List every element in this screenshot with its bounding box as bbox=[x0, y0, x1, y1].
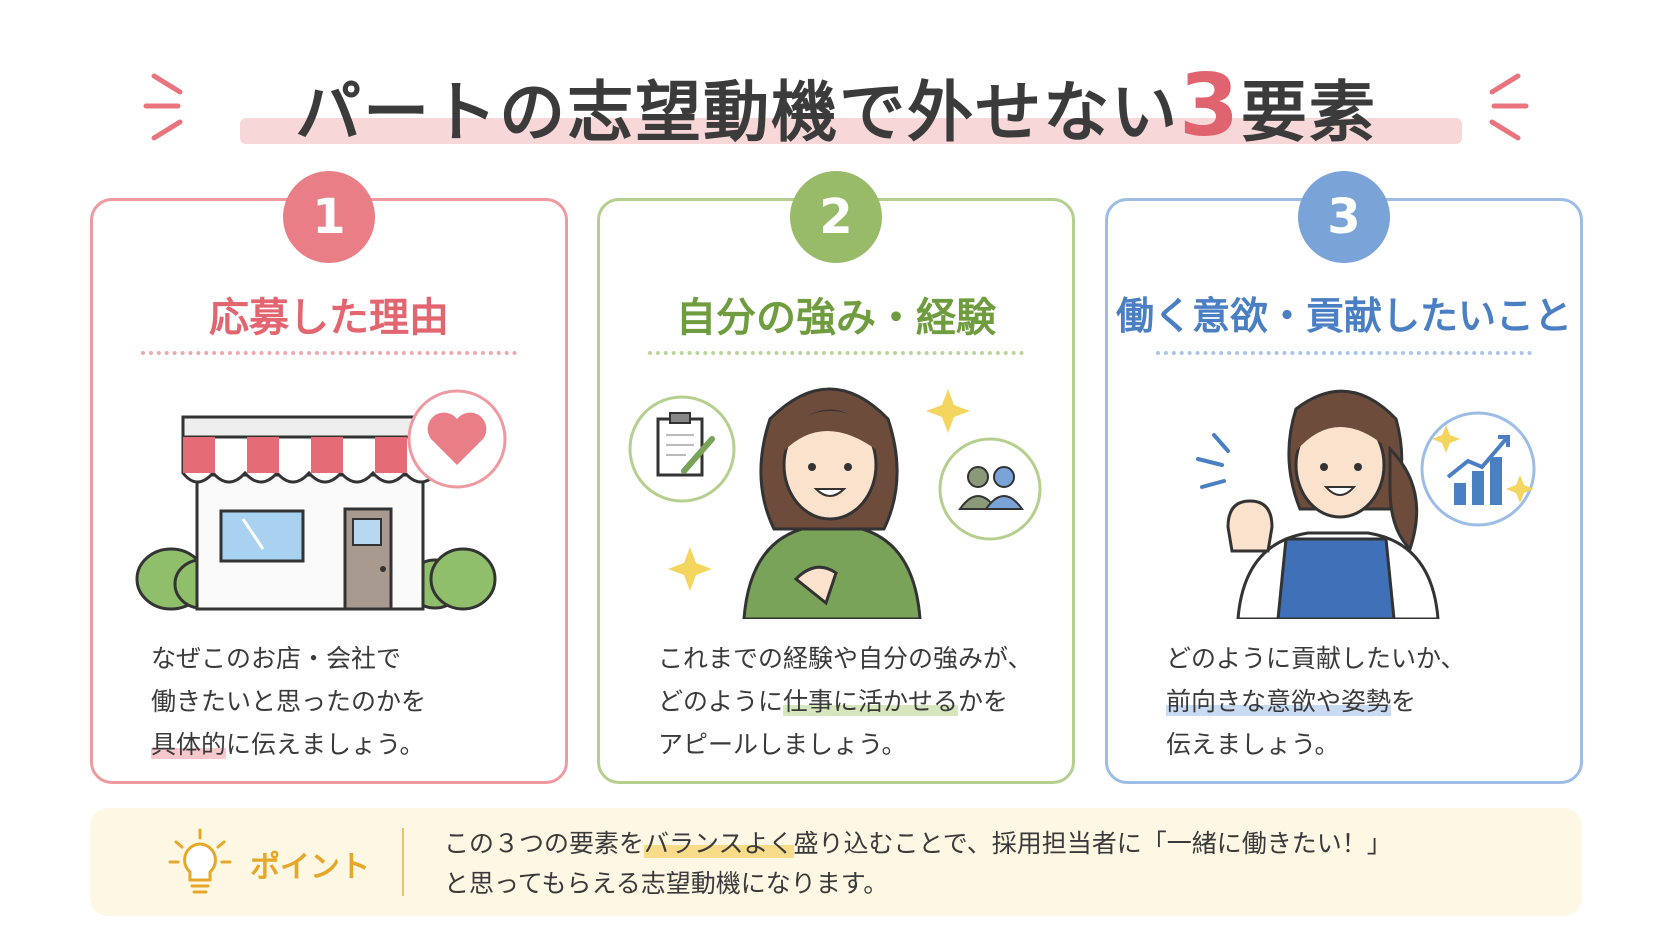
card-body-line: 前向きな意欲や姿勢を bbox=[1166, 687, 1417, 716]
clipboard-bubble-icon bbox=[628, 395, 736, 503]
card-body-line: 具体的に伝えましょう。 bbox=[151, 730, 425, 759]
worker-figure-icon bbox=[1226, 389, 1440, 619]
burst-left-icon bbox=[143, 73, 183, 141]
card-title: 働く意欲・貢献したいこと bbox=[1115, 294, 1572, 338]
burst-right-icon bbox=[1489, 73, 1529, 141]
chart-bubble-icon bbox=[1420, 411, 1536, 527]
card-body-line: どのように仕事に活かせるかを bbox=[658, 687, 1009, 716]
heart-bubble-icon bbox=[407, 389, 507, 489]
title-suffix: 要素 bbox=[1240, 74, 1377, 151]
dotted-divider bbox=[1156, 351, 1532, 355]
woman-figure-icon bbox=[742, 387, 922, 619]
card-body-line: なぜこのお店・会社で bbox=[151, 644, 402, 673]
card-body-line: アピールしましょう。 bbox=[658, 730, 907, 759]
point-banner: ポイント この３つの要素をバランスよく盛り込むことで、採用担当者に「一緒に働きた… bbox=[90, 808, 1582, 916]
card-motivation: 3 働く意欲・貢献したいこと bbox=[1105, 171, 1583, 784]
title-area: パートの志望動機で外せない3要素 bbox=[0, 48, 1672, 158]
card-strength: 2 自分の強み・経験 bbox=[597, 171, 1075, 784]
card-title: 自分の強み・経験 bbox=[676, 295, 996, 341]
card-number-badge: 2 bbox=[790, 171, 882, 263]
point-line: この３つの要素をバランスよく盛り込むことで、採用担当者に「一緒に働きたい！」 bbox=[444, 829, 1392, 858]
highlight-text: 前向きな意欲や姿勢 bbox=[1166, 687, 1392, 716]
dotted-divider bbox=[141, 351, 517, 355]
woman-illustration bbox=[628, 387, 1042, 619]
page-title: パートの志望動機で外せない3要素 bbox=[0, 56, 1672, 156]
shop-icon bbox=[181, 415, 439, 611]
people-bubble-icon bbox=[938, 437, 1042, 541]
point-line: と思ってもらえる志望動機になります。 bbox=[444, 869, 889, 898]
card-number-badge: 1 bbox=[283, 171, 375, 263]
title-number: 3 bbox=[1179, 56, 1241, 156]
point-divider bbox=[402, 828, 404, 896]
highlight-text: 具体的 bbox=[151, 730, 227, 759]
sparkle-icon bbox=[668, 389, 970, 591]
card-body: どのように貢献したいか、 前向きな意欲や姿勢を 伝えましょう。 bbox=[1166, 637, 1566, 766]
point-text: この３つの要素をバランスよく盛り込むことで、採用担当者に「一緒に働きたい！」 と… bbox=[444, 824, 1392, 904]
card-body-line: 働きたいと思ったのかを bbox=[151, 687, 427, 716]
card-body: これまでの経験や自分の強みが、 どのように仕事に活かせるかを アピールしましょう… bbox=[658, 637, 1058, 766]
worker-illustration bbox=[1196, 389, 1536, 619]
card-body-line: これまでの経験や自分の強みが、 bbox=[658, 644, 1033, 673]
title-underline-band bbox=[240, 118, 1462, 144]
card-body: なぜこのお店・会社で 働きたいと思ったのかを 具体的に伝えましょう。 bbox=[151, 637, 551, 766]
card-title: 応募した理由 bbox=[209, 295, 449, 341]
dotted-divider bbox=[648, 351, 1024, 355]
lightbulb-icon bbox=[168, 828, 232, 894]
shop-illustration bbox=[135, 389, 507, 611]
sparkle-icon bbox=[1432, 425, 1534, 503]
card-body-line: 伝えましょう。 bbox=[1166, 730, 1340, 759]
point-label: ポイント bbox=[250, 850, 370, 885]
highlight-text: バランスよく bbox=[644, 829, 794, 858]
highlight-text: 仕事に活かせる bbox=[783, 687, 959, 716]
title-prefix: パートの志望動機で外せない bbox=[295, 74, 1180, 151]
card-reason: 1 応募した理由 なぜこのお店・会社で 働き bbox=[90, 171, 568, 784]
card-body-line: どのように貢献したいか、 bbox=[1166, 644, 1466, 673]
motion-lines-icon bbox=[1196, 433, 1230, 489]
card-number-badge: 3 bbox=[1298, 171, 1390, 263]
